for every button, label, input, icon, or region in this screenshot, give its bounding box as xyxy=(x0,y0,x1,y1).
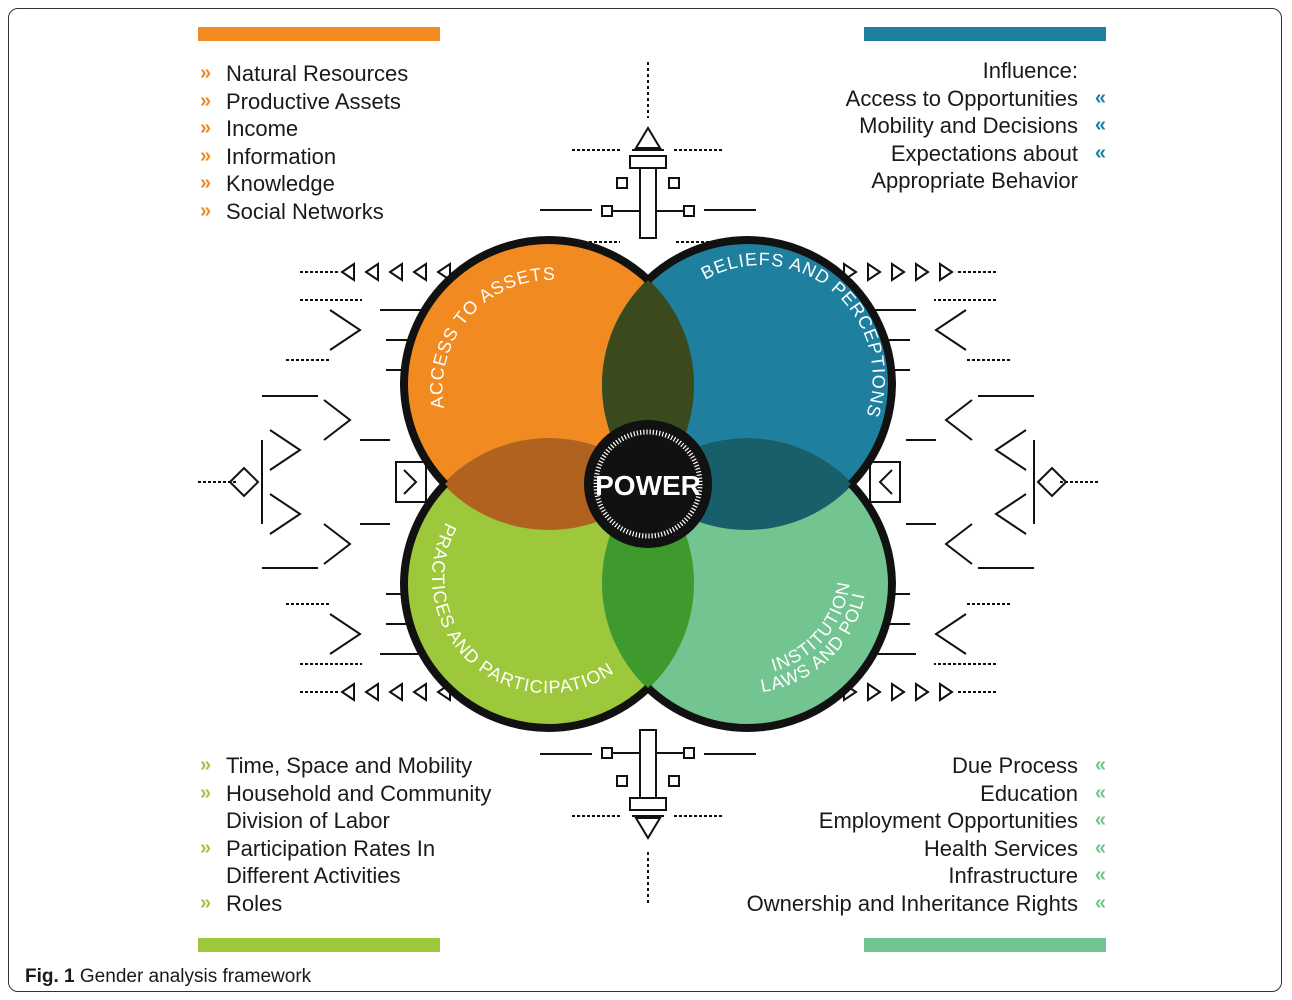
lime-bar xyxy=(198,938,440,952)
list-item: »Household and Community Division of Lab… xyxy=(200,780,492,834)
figure-frame xyxy=(8,8,1282,992)
chevron-right-icon: » xyxy=(200,199,212,222)
chevron-left-icon: « xyxy=(1094,836,1106,859)
practices-list: »Time, Space and Mobility »Household and… xyxy=(200,752,491,917)
assets-list: »Natural Resources »Productive Assets »I… xyxy=(200,60,408,225)
list-item: Expectations about« xyxy=(890,140,1106,166)
list-item: »Participation Rates In Different Activi… xyxy=(200,835,436,889)
list-item: Influence: xyxy=(982,58,1078,83)
chevron-right-icon: » xyxy=(200,781,212,804)
chevron-right-icon: » xyxy=(200,891,212,914)
list-item: Appropriate Behavior xyxy=(871,168,1078,193)
chevron-right-icon: » xyxy=(200,89,212,112)
chevron-right-icon: » xyxy=(200,62,212,84)
list-item: Ownership and Inheritance Rights« xyxy=(746,890,1106,916)
list-item: Due Process« xyxy=(952,753,1106,778)
power-label: POWER xyxy=(595,470,701,501)
list-item: Mobility and Decisions« xyxy=(859,113,1106,138)
figure-caption: Fig. 1 Gender analysis framework xyxy=(25,966,311,988)
chevron-left-icon: « xyxy=(1094,114,1106,136)
chevron-right-icon: » xyxy=(200,172,212,194)
chevron-right-icon: » xyxy=(200,117,212,139)
list-item: »Income xyxy=(200,116,299,141)
list-item: Employment Opportunities« xyxy=(818,808,1106,833)
list-item: »Knowledge xyxy=(200,171,335,196)
list-item: Health Services« xyxy=(923,835,1106,861)
list-item: »Natural Resources xyxy=(200,61,409,86)
chevron-right-icon: » xyxy=(200,754,212,776)
list-item: Access to Opportunities« xyxy=(845,85,1106,111)
list-item: Infrastructure« xyxy=(948,863,1106,888)
chevron-left-icon: « xyxy=(1094,754,1106,776)
chevron-left-icon: « xyxy=(1094,781,1106,804)
chevron-left-icon: « xyxy=(1094,809,1106,831)
orange-bar xyxy=(198,27,440,41)
chevron-left-icon: « xyxy=(1094,86,1106,109)
circle-outlines xyxy=(400,236,896,732)
chevron-left-icon: « xyxy=(1094,141,1106,164)
list-item: »Information xyxy=(200,143,337,169)
list-item: Education« xyxy=(980,780,1106,806)
institutions-list: Due Process« Education« Employment Oppor… xyxy=(747,752,1106,917)
chevron-right-icon: » xyxy=(200,144,212,167)
chevron-left-icon: « xyxy=(1094,864,1106,886)
tribal-ornament xyxy=(198,62,1099,904)
list-item: »Productive Assets xyxy=(200,88,401,114)
blue-bar xyxy=(864,27,1106,41)
caption-label: Fig. 1 xyxy=(25,966,75,987)
caption-text: Gender analysis framework xyxy=(79,966,312,987)
beliefs-list: Influence: Access to Opportunities« Mobi… xyxy=(846,57,1106,195)
chevron-left-icon: « xyxy=(1094,891,1106,914)
power-badge: POWER xyxy=(584,420,712,548)
chevron-right-icon: » xyxy=(200,836,212,859)
teal-bar xyxy=(864,938,1106,952)
list-item: »Social Networks xyxy=(200,198,384,224)
list-item: »Roles xyxy=(200,890,283,916)
list-item: »Time, Space and Mobility xyxy=(200,753,473,778)
